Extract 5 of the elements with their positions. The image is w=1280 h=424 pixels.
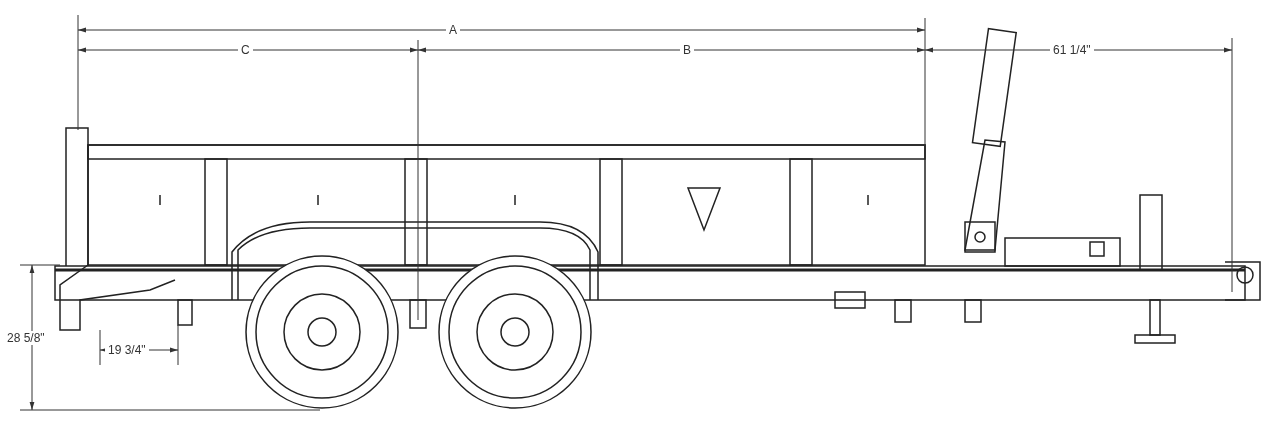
dimension-label: 19 3/4"	[105, 343, 149, 357]
dimension-label: C	[238, 43, 253, 57]
dimension-label: 61 1/4"	[1050, 43, 1094, 57]
dimension-label: A	[446, 23, 460, 37]
dimension-label: B	[680, 43, 694, 57]
